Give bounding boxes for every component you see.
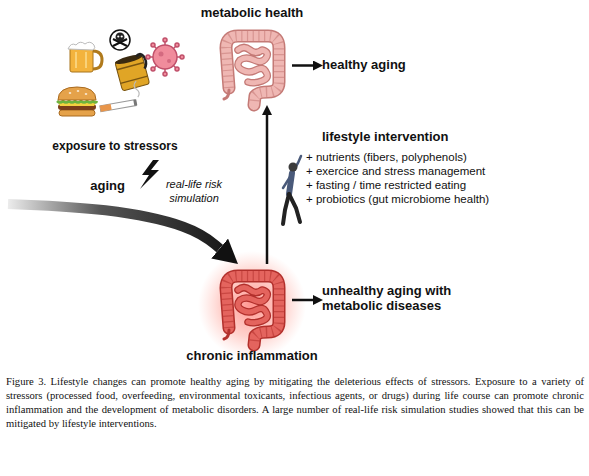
exercising-person: [283, 156, 301, 224]
virus-part: [163, 72, 167, 76]
virus-part: [163, 38, 167, 42]
beer-mug-part: [68, 42, 95, 50]
cigarette-part: [133, 99, 137, 105]
node-label: chronic inflammation: [162, 348, 342, 363]
burger-part: [59, 110, 95, 116]
list-item: + nutrients (fibers, polyphenols): [306, 151, 467, 163]
lightning-bolt: [140, 160, 159, 189]
toxic-barrel: [114, 52, 151, 91]
inflamed-gut: [198, 251, 306, 359]
lightning-bolt-part: [140, 160, 159, 189]
exercising-person-part: [289, 173, 292, 194]
healthy-gut: [224, 36, 279, 105]
burger-part: [69, 92, 72, 94]
exercising-person-part: [289, 163, 298, 172]
list-item: + probiotics (gut microbiome health): [306, 193, 489, 205]
toxic-barrel-part: [121, 76, 148, 83]
outcome-node: healthy aging: [322, 57, 432, 74]
node-label: unhealthy aging with metabolic diseases: [322, 283, 472, 313]
flow-arrow: [292, 64, 313, 67]
virus-part: [153, 45, 177, 69]
burger-part: [85, 93, 88, 95]
virus-part: [151, 43, 155, 47]
toxic-sign-part: [110, 30, 130, 50]
node-label: healthy aging: [322, 57, 432, 72]
edge-label: real-life risk simulation: [156, 177, 232, 205]
exercising-person-part: [289, 194, 300, 222]
burger: [57, 87, 97, 116]
virus-part: [175, 43, 179, 47]
gut-node: chronic inflammation: [212, 264, 292, 346]
node-label: aging: [8, 178, 125, 193]
virus-part: [146, 55, 150, 59]
flow-arrow: [292, 299, 313, 302]
virus-part: [175, 67, 179, 71]
stressor-group: exposure to stressors: [40, 28, 190, 154]
toxic-sign: [110, 30, 130, 50]
burger-part: [77, 90, 80, 92]
beer-mug: [68, 42, 102, 72]
burger-part: [57, 101, 97, 103]
figure-caption: Figure 3. Lifestyle changes can promote …: [6, 375, 584, 431]
virus-part: [151, 67, 155, 71]
inflamed-gut-part: [198, 251, 306, 359]
beer-mug-part: [93, 51, 102, 69]
virus-part: [180, 55, 184, 59]
aging-node: aging: [8, 178, 125, 206]
gut-node: metabolic health: [212, 26, 292, 106]
list-item: + exercice and stress management: [306, 165, 485, 177]
beer-mug-part: [75, 52, 77, 68]
cigarette: [97, 81, 142, 112]
virus-part: [167, 59, 171, 63]
toxic-sign-part: [116, 33, 125, 42]
burger-part: [58, 87, 96, 100]
burger-part: [57, 101, 97, 106]
toxic-sign-part: [121, 35, 123, 37]
flow-arrow: [266, 115, 269, 264]
list-item: + fasting / time restricted eating: [306, 179, 466, 191]
node-label: exposure to stressors: [40, 139, 190, 154]
beer-mug-part: [85, 52, 87, 68]
inflamed-gut-part: [224, 276, 279, 345]
section-heading: lifestyle intervention: [322, 129, 448, 144]
virus: [146, 38, 184, 76]
node-label: metabolic health: [162, 5, 342, 20]
outcome-node: unhealthy aging with metabolic diseases: [322, 283, 472, 317]
cigarette-part: [100, 104, 112, 112]
virus-part: [159, 52, 164, 57]
cigarette-part: [100, 100, 136, 112]
cigarette-part: [133, 81, 139, 97]
healthy-gut-part: [224, 36, 279, 105]
aging-arrow: [8, 204, 220, 249]
exercising-person-part: [283, 194, 289, 224]
toxic-sign-part: [117, 35, 119, 37]
